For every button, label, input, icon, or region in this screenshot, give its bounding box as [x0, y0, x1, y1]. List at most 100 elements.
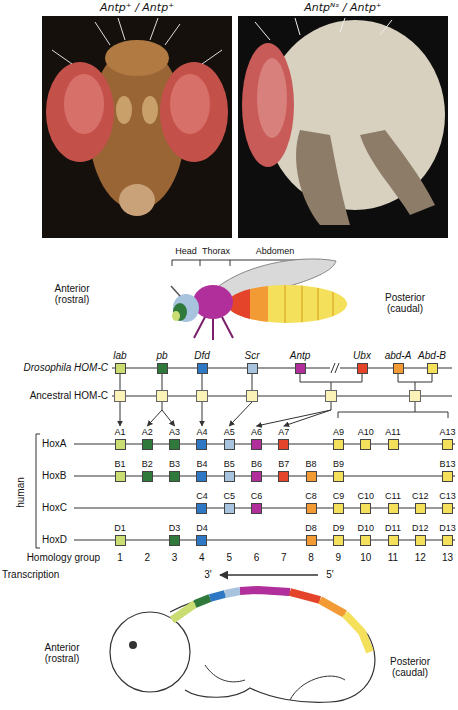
gene-box: C12	[415, 503, 426, 514]
gene-box: A6	[251, 439, 262, 450]
group-number: 8	[301, 552, 321, 563]
gene-box: B2	[142, 471, 153, 482]
band-segment	[290, 592, 320, 600]
gene-label: C10	[357, 492, 374, 501]
gene-label: lab	[113, 351, 126, 361]
descent-arrow	[257, 402, 332, 426]
gene-box: B4	[196, 471, 207, 482]
gene-box: Ubx	[357, 363, 368, 374]
gene-label: A13	[440, 428, 456, 437]
axis-label: Posterior (caudal)	[378, 656, 442, 678]
gene-box: C4	[196, 503, 207, 514]
band-segment	[240, 590, 290, 592]
gene-box: Scr	[247, 363, 258, 374]
group-number: 2	[137, 552, 157, 563]
gene-label: A3	[169, 428, 180, 437]
gene-box: A11	[388, 439, 399, 450]
gene-label: B1	[114, 460, 125, 469]
gene-box: C11	[388, 503, 399, 514]
fly-illustration	[171, 259, 350, 340]
segment-line	[285, 280, 333, 330]
gene-box: D11	[388, 535, 399, 546]
eye-highlight	[170, 74, 210, 134]
ancestral-gene	[326, 391, 337, 402]
descent-arrow	[284, 410, 331, 426]
embryo-eye	[129, 641, 137, 649]
axis-label: Anterior (rostral)	[40, 283, 104, 305]
gene-label: D3	[169, 524, 181, 533]
break-mark	[331, 363, 339, 373]
gene-box: C9	[333, 503, 344, 514]
gene-label: pb	[156, 351, 167, 361]
gene-box: D3	[169, 535, 180, 546]
gene-box: A3	[169, 439, 180, 450]
gene-label: B6	[251, 460, 262, 469]
cluster-label: HoxB	[42, 470, 76, 481]
gene-label: A5	[224, 428, 235, 437]
descent-arrow	[120, 402, 121, 426]
gene-box: C8	[306, 503, 317, 514]
band-segment	[210, 594, 225, 598]
gene-box: A5	[224, 439, 235, 450]
group-number: 9	[328, 552, 348, 563]
body-region-label: Thorax	[196, 247, 236, 257]
gene-label: Dfd	[194, 351, 210, 361]
gene-box: B13	[442, 471, 453, 482]
leg-antenna	[296, 130, 350, 225]
descent-arrow	[229, 402, 252, 426]
descent-arrow	[162, 410, 175, 426]
row-label: Homology group	[0, 552, 100, 563]
gene-box: D8	[306, 535, 317, 546]
photo-background	[42, 16, 232, 238]
gene-label: D11	[385, 524, 401, 533]
eye-highlight	[64, 74, 104, 134]
gene-box: A10	[360, 439, 371, 450]
end-label: 3'	[200, 569, 216, 580]
gene-label: B9	[333, 460, 344, 469]
gene-box: Abd-B	[427, 363, 438, 374]
eye-highlight	[257, 58, 287, 138]
bristles	[255, 18, 392, 40]
gene-label: D4	[196, 524, 208, 533]
embryo-illustration	[110, 590, 375, 702]
gene-box: D12	[415, 535, 426, 546]
gene-box: C5	[224, 503, 235, 514]
gene-box: B1	[115, 471, 126, 482]
ancestral-gene	[197, 391, 208, 402]
group-number: 3	[165, 552, 185, 563]
group-number: 13	[438, 552, 458, 563]
transcription-arrow	[220, 574, 318, 576]
band-segment	[225, 591, 240, 594]
gene-box: B6	[251, 471, 262, 482]
gene-label: C4	[196, 492, 208, 501]
axis-label: Anterior (rostral)	[30, 642, 94, 664]
gene-box: D13	[442, 535, 453, 546]
species-label: human	[15, 468, 26, 518]
body-region-label: Abdomen	[245, 247, 305, 257]
gene-box: D1	[115, 535, 126, 546]
gene-label: B7	[278, 460, 289, 469]
abdomen-segment	[250, 280, 268, 330]
gene-label: C9	[333, 492, 345, 501]
chromosome-line	[74, 444, 455, 540]
head-segment	[172, 311, 180, 321]
group-number: 10	[356, 552, 376, 563]
gene-box: Dfd	[197, 363, 208, 374]
fly-thorax	[193, 285, 233, 319]
cluster-label: HoxD	[42, 534, 76, 545]
gene-box: C6	[251, 503, 262, 514]
group-number: 5	[219, 552, 239, 563]
gene-label: Abd-B	[418, 351, 446, 361]
embryo-body	[170, 593, 375, 703]
gene-label: C11	[385, 492, 401, 501]
gene-box: A2	[142, 439, 153, 450]
row-label: Transcription	[2, 569, 92, 580]
gene-label: C8	[305, 492, 317, 501]
photo-wildtype	[42, 16, 232, 238]
band-segment	[345, 614, 370, 652]
ancestral-gene	[115, 391, 126, 402]
gene-label: B8	[306, 460, 317, 469]
gene-label: B2	[142, 460, 153, 469]
axis-label: Posterior (caudal)	[373, 292, 437, 314]
